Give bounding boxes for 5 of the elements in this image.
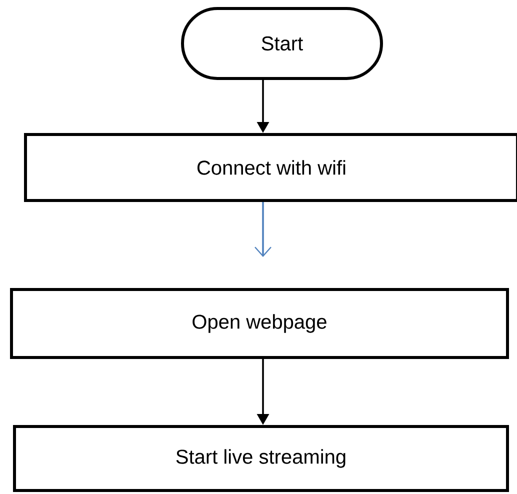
start-terminal: Start: [181, 7, 383, 80]
process-box: Start live streaming: [13, 425, 509, 492]
process-box: Open webpage: [10, 288, 509, 359]
arrow: [254, 202, 272, 257]
process-box: Connect with wifi: [24, 133, 517, 202]
